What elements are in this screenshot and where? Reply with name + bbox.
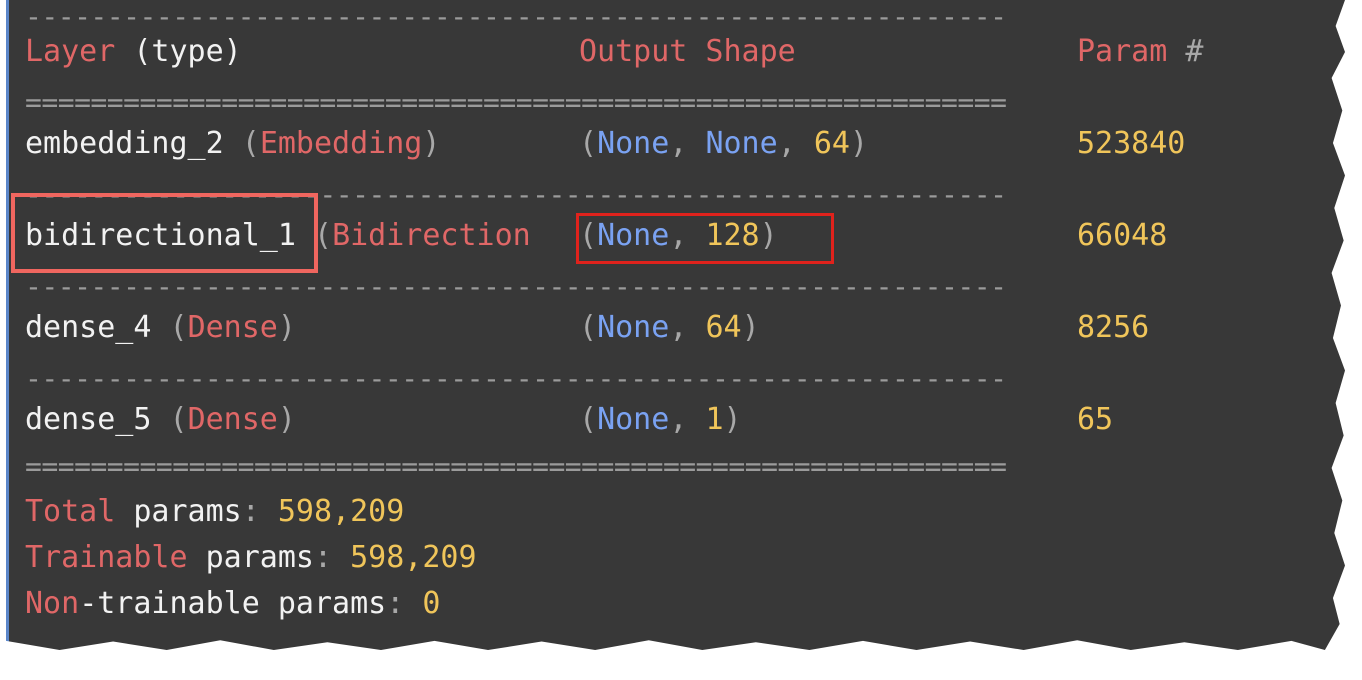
- layer-name: bidirectional_1: [25, 218, 296, 253]
- layer-type: Bidirection: [332, 218, 531, 253]
- separator-dash: ----------------------------------------…: [25, 362, 1007, 395]
- trainable-params-line: Trainable params: 598,209: [25, 540, 477, 575]
- header-type-label: (type): [133, 34, 242, 69]
- header-param-column: Param #: [1077, 35, 1203, 69]
- layer-type: Dense: [187, 310, 278, 345]
- header-output-shape: Output Shape: [579, 34, 796, 69]
- total-params-line: Total params: 598,209: [25, 494, 405, 529]
- separator-equals: ========================================…: [25, 86, 1007, 119]
- header-layer-label: Layer: [25, 34, 116, 69]
- header-param-hash: #: [1185, 34, 1204, 69]
- table-row-layer: bidirectional_1 (Bidirection: [25, 218, 531, 253]
- param-count: 66048: [1077, 218, 1168, 253]
- output-shape: (None, 1): [579, 402, 742, 437]
- separator-dash: ----------------------------------------…: [25, 0, 1007, 33]
- layer-type: Embedding: [259, 126, 423, 161]
- total-params-value: 598,209: [277, 494, 405, 529]
- non-trainable-params-line: Non-trainable params: 0: [25, 586, 441, 621]
- layer-name: embedding_2: [25, 126, 224, 161]
- param-count: 523840: [1077, 126, 1186, 161]
- output-shape: (None, None, 64): [579, 126, 868, 161]
- output-shape: (None, 128): [579, 218, 778, 253]
- table-row-layer: dense_4 (Dense): [25, 310, 296, 345]
- output-shape: (None, 64): [579, 310, 760, 345]
- separator-dash: ----------------------------------------…: [25, 270, 1007, 303]
- header-layer-column: Layer (type): [25, 35, 242, 69]
- model-summary-panel: ----------------------------------------…: [6, 0, 1345, 650]
- layer-name: dense_5: [25, 402, 152, 437]
- param-count: 65: [1077, 402, 1114, 437]
- layer-name: dense_4: [25, 310, 152, 345]
- non-trainable-params-value: 0: [422, 586, 441, 621]
- param-count: 8256: [1077, 310, 1150, 345]
- layer-type: Dense: [187, 402, 278, 437]
- table-row-layer: dense_5 (Dense): [25, 402, 296, 437]
- separator-equals: ========================================…: [25, 450, 1007, 483]
- layer-name-highlight-box: [11, 193, 318, 273]
- output-shape-highlight-box: [576, 213, 834, 264]
- header-param-label: Param: [1077, 34, 1168, 69]
- trainable-params-value: 598,209: [350, 540, 477, 575]
- table-row-layer: embedding_2 (Embedding): [25, 126, 441, 161]
